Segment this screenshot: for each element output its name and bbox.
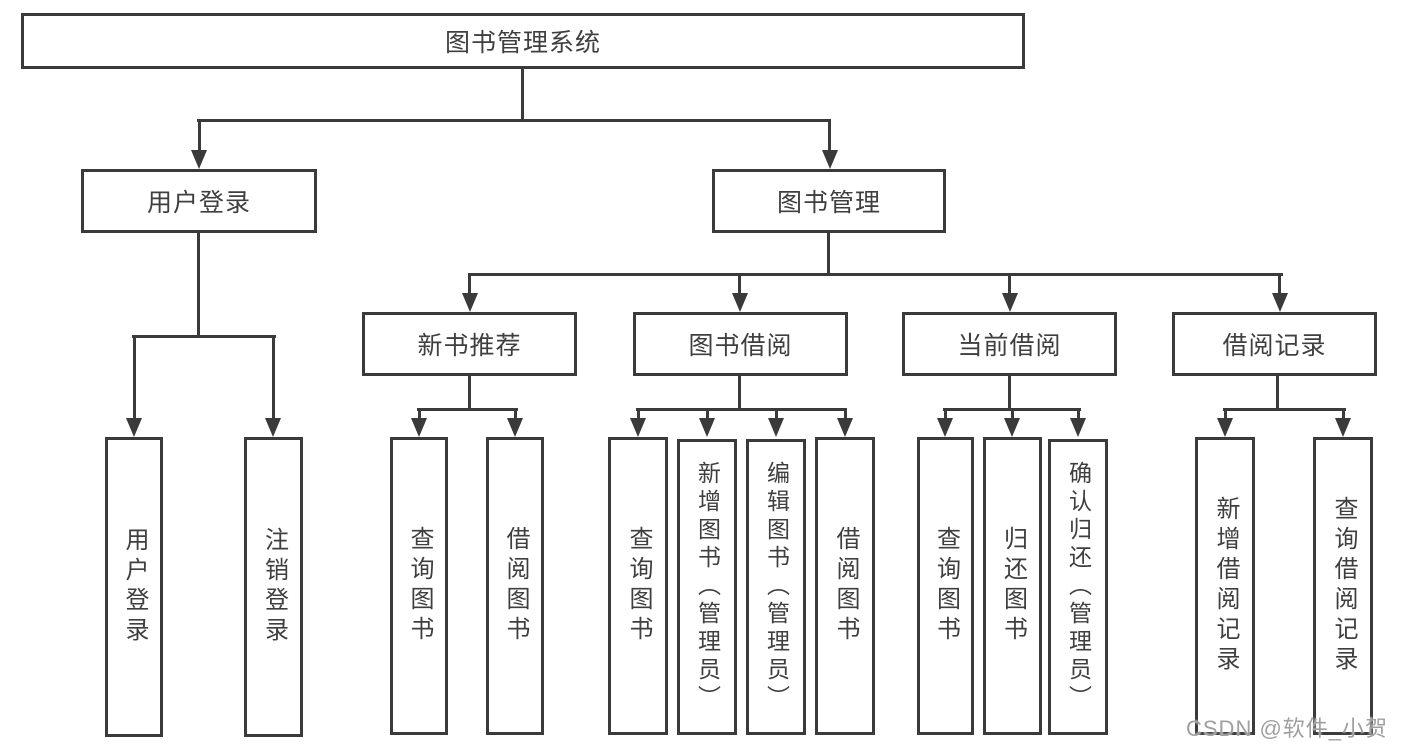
leaf-nb-query-books-label: 查询图书 (406, 526, 433, 646)
arrow-down-icon (937, 418, 953, 437)
node-new-book-recommend: 新书推荐 (362, 312, 577, 376)
node-borrow-records-label: 借阅记录 (1222, 332, 1327, 360)
arrow-down-icon (507, 418, 523, 437)
connector-to-new-book-recommend-line (468, 273, 471, 296)
node-root-label: 图书管理系统 (444, 29, 601, 57)
connector-leaf-line (1342, 408, 1345, 422)
leaf-br-add-record: 新增借阅记录 (1195, 437, 1255, 735)
connector-leaf-line (1011, 408, 1014, 422)
leaf-br-query-record-label: 查询借阅记录 (1330, 496, 1357, 676)
connector-leaf-line (706, 408, 709, 422)
connector-to-leaf-user-login-line (133, 335, 136, 421)
arrow-down-icon (1335, 418, 1351, 437)
watermark: CSDN @软件_小贺同学 (1186, 716, 1389, 741)
arrow-down-icon (1272, 293, 1288, 312)
leaf-br-query-record: 查询借阅记录 (1313, 437, 1373, 735)
connector-user-login-split (132, 335, 276, 338)
connector-leaf-line (418, 408, 421, 422)
arrow-down-icon (462, 293, 478, 312)
connector-to-leaf-logout-line (272, 335, 275, 421)
leaf-bb-edit-books-admin-label: 编辑图书（管理员） (763, 461, 790, 713)
node-book-management-label: 图书管理 (776, 189, 881, 217)
node-borrow-records: 借阅记录 (1172, 312, 1377, 376)
node-user-login: 用户登录 (81, 169, 317, 233)
node-current-borrow: 当前借阅 (902, 312, 1117, 376)
connector-leaf-line (514, 408, 517, 422)
leaf-user-login: 用户登录 (105, 437, 163, 737)
connector-book-borrow-stub (738, 376, 741, 411)
leaf-bb-add-books-admin: 新增图书（管理员） (677, 439, 737, 735)
node-book-borrow-label: 图书借阅 (688, 332, 793, 360)
connector-to-current-borrow-line (1008, 273, 1011, 296)
connector-leaf-line (637, 408, 640, 422)
leaf-logout-login-label: 注销登录 (260, 527, 288, 647)
arrow-down-icon (768, 418, 784, 437)
node-user-login-label: 用户登录 (146, 189, 251, 217)
arrow-down-icon (732, 293, 748, 312)
connector-user-login-stub (197, 233, 200, 338)
connector-leaf-line (844, 408, 847, 422)
connector-leaf-line (1224, 408, 1227, 422)
connector-root-stub (521, 69, 524, 122)
leaf-logout-login: 注销登录 (244, 437, 303, 737)
arrow-down-icon (1004, 418, 1020, 437)
leaf-bb-borrow-books: 借阅图书 (815, 437, 875, 735)
arrow-down-icon (699, 418, 715, 437)
node-root: 图书管理系统 (21, 13, 1025, 69)
connector-to-borrow-records-line (1278, 273, 1281, 296)
connector-borrow-records-stub (1276, 376, 1279, 411)
leaf-cb-query-books-label: 查询图书 (932, 526, 960, 646)
arrow-down-icon (191, 150, 207, 169)
leaf-cb-query-books: 查询图书 (917, 437, 974, 735)
leaf-bb-borrow-books-label: 借阅图书 (832, 526, 859, 646)
arrow-down-icon (411, 418, 427, 437)
connector-book-management-stub (827, 233, 830, 276)
connector-leaf-line (944, 408, 947, 422)
connector-leaf-line (1077, 408, 1080, 422)
connector-leaf-line (775, 408, 778, 422)
connector-new-book-recommend-stub (468, 376, 471, 411)
arrow-down-icon (1217, 418, 1233, 437)
arrow-down-icon (265, 418, 281, 437)
node-book-management: 图书管理 (712, 169, 946, 233)
arrow-down-icon (126, 418, 142, 437)
node-book-borrow: 图书借阅 (633, 312, 848, 376)
leaf-bb-query-books: 查询图书 (608, 437, 668, 735)
leaf-nb-borrow-books-label: 借阅图书 (502, 526, 529, 646)
node-new-book-recommend-label: 新书推荐 (417, 332, 522, 360)
connector-to-user-login-line (198, 119, 201, 154)
connector-root-split (197, 119, 831, 122)
connector-current-borrow-stub (1008, 376, 1011, 411)
leaf-cb-return-books-label: 归还图书 (999, 526, 1027, 646)
leaf-nb-query-books: 查询图书 (390, 437, 448, 735)
leaf-user-login-label: 用户登录 (121, 527, 148, 647)
leaf-bb-edit-books-admin: 编辑图书（管理员） (746, 439, 806, 735)
leaf-cb-confirm-return-admin: 确认归还（管理员） (1048, 439, 1108, 735)
leaf-cb-confirm-return-admin-label: 确认归还（管理员） (1065, 461, 1092, 713)
arrow-down-icon (1070, 418, 1086, 437)
arrow-down-icon (630, 418, 646, 437)
leaf-br-add-record-label: 新增借阅记录 (1212, 496, 1239, 676)
connector-to-book-borrow-line (738, 273, 741, 296)
connector-new-book-recommend-split (417, 408, 518, 411)
connector-book-management-split (468, 273, 1283, 276)
connector-borrow-records-split (1223, 408, 1346, 411)
arrow-down-icon (822, 150, 838, 169)
node-current-borrow-label: 当前借阅 (957, 332, 1062, 360)
arrow-down-icon (837, 418, 853, 437)
arrow-down-icon (1002, 293, 1018, 312)
leaf-nb-borrow-books: 借阅图书 (486, 437, 544, 735)
connector-book-borrow-split (636, 408, 847, 411)
leaf-cb-return-books: 归还图书 (983, 437, 1042, 735)
connector-to-book-management-line (828, 119, 831, 154)
leaf-bb-query-books-label: 查询图书 (625, 526, 652, 646)
leaf-bb-add-books-admin-label: 新增图书（管理员） (694, 461, 721, 713)
